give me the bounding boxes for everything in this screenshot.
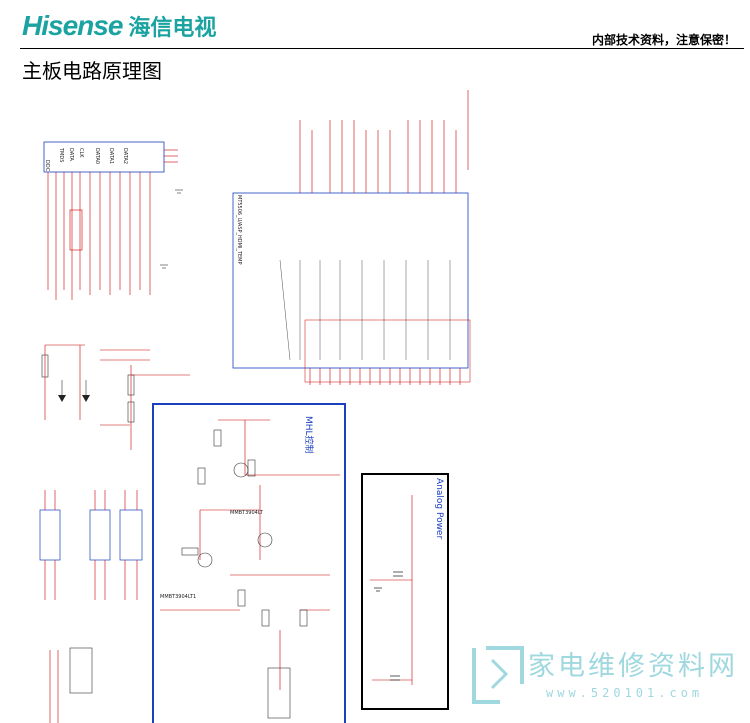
svg-text:CLK: CLK [78,148,84,158]
svg-text:DATA: DATA [68,148,74,161]
watermark-text-cn: 家电维修资料网 [528,651,738,682]
svg-text:DDC: DDC [44,160,50,172]
analog-box-label: Analog Power [434,478,444,539]
confidential-notice: 内部技术资料，注意保密！ [591,33,736,47]
svg-text:DATA1: DATA1 [108,148,114,164]
svg-text:TMDS: TMDS [58,147,64,162]
hisense-logo: Hisense 海信电视 [22,10,216,42]
analog-power-box: Analog Power [361,473,449,710]
svg-text:DATA0: DATA0 [94,148,100,164]
transistor-label-1: MMBT3904LT [230,510,264,516]
page-title: 主板电路原理图 [22,59,162,83]
schematic-diagram: DDC TMDS DATA CLK DATA0 DATA1 DATA2 MT55… [39,90,471,723]
hdmi-connector-block: DDC TMDS DATA CLK DATA0 DATA1 DATA2 [43,141,183,300]
bottom-left-ics [39,490,143,723]
mhl-control-box: MHL控制 MMBT3904LT MMBT3904 [152,403,346,723]
logo-text-en: Hisense [22,10,123,41]
logo-text-cn: 海信电视 [128,16,217,41]
esd-protection-section [41,344,190,450]
header-divider [20,48,744,49]
mhl-box-label: MHL控制 [303,416,315,454]
transistor-label-2: MMBT3904LT1 [160,594,196,600]
watermark: 家电维修资料网 www.520101.com [470,640,745,720]
watermark-logo-icon [472,646,524,704]
svg-text:DATA2: DATA2 [122,148,128,164]
watermark-url: www.520101.com [546,686,704,700]
main-chip-hdmi: MT5506_U/ASP_HDMI_TEMP [232,90,471,385]
chip-label: MT5506_U/ASP_HDMI_TEMP [236,195,242,265]
